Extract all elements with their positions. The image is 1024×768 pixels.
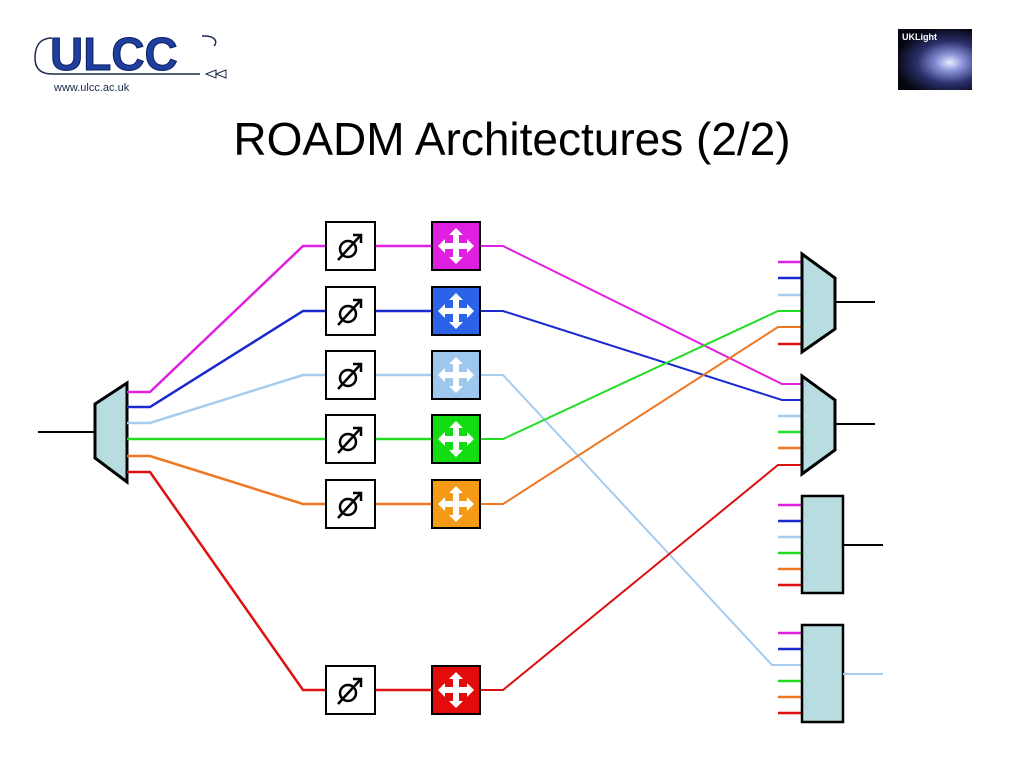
output-mux-1: [778, 251, 875, 355]
ulcc-logo-wordmark: ULCC: [50, 28, 178, 80]
channel-path-magenta: [127, 244, 326, 394]
input-demux: [93, 380, 129, 485]
null-set-arrow-icon: [337, 362, 363, 390]
route-light-blue: [480, 374, 802, 666]
switch-blue: [431, 286, 481, 336]
attenuator-orange: [325, 479, 376, 529]
switch-green: [431, 414, 481, 464]
attenuator-magenta: [325, 221, 376, 271]
route-orange: [480, 326, 802, 505]
null-set-arrow-icon: [337, 677, 363, 705]
channel-path-light-blue: [127, 373, 326, 425]
ulcc-url: www.ulcc.ac.uk: [54, 82, 130, 94]
switch-red: [431, 665, 481, 715]
switch-light-blue: [431, 350, 481, 400]
output-coupler-3: [778, 494, 883, 595]
ulcc-logo-graphic: ULCC: [34, 28, 227, 81]
attenuator-light-blue: [325, 350, 376, 400]
null-set-arrow-icon: [337, 491, 363, 519]
null-set-arrow-icon: [337, 298, 363, 326]
switch-magenta: [431, 221, 481, 271]
null-set-arrow-icon: [337, 426, 363, 454]
null-set-arrow-icon: [337, 233, 363, 261]
channel-path-red: [127, 470, 326, 692]
route-magenta: [480, 245, 802, 385]
uklight-logo: UKLight: [898, 29, 972, 90]
route-blue: [480, 310, 802, 401]
uklight-logo-label: UKLight: [902, 32, 937, 42]
channel-path-orange: [127, 454, 326, 506]
channel-path-blue: [127, 309, 326, 409]
output-mux-2: [778, 373, 875, 477]
attenuator-green: [325, 414, 376, 464]
attenuator-red: [325, 665, 376, 715]
ulcc-logo: ULCC www.ulcc.ac.uk: [30, 24, 240, 98]
route-red: [480, 464, 802, 691]
slide-title: ROADM Architectures (2/2): [233, 113, 791, 165]
attenuator-blue: [325, 286, 376, 336]
switch-orange: [431, 479, 481, 529]
output-coupler-4: [778, 623, 883, 724]
route-green: [480, 310, 802, 440]
